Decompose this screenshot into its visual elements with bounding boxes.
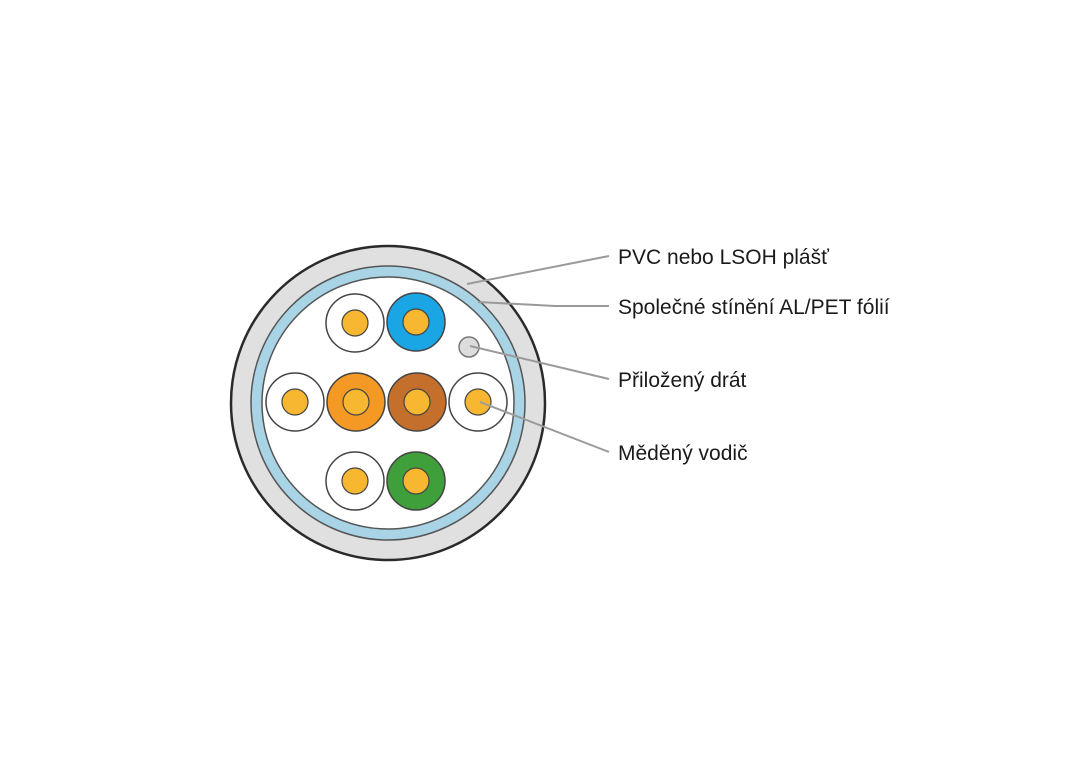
copper-core <box>342 388 370 416</box>
conductor-group <box>265 292 508 511</box>
copper-core <box>341 309 369 337</box>
copper-core <box>464 388 492 416</box>
copper-core <box>341 467 369 495</box>
conductor-orange <box>326 372 386 432</box>
label-copper-conductor: Měděný vodič <box>618 442 748 465</box>
leader-line-drain <box>469 345 610 380</box>
drain-wire <box>458 336 480 358</box>
leader-line-shield <box>477 301 609 307</box>
conductor-white-green <box>325 451 385 511</box>
label-jacket: PVC nebo LSOH plášť <box>618 246 830 269</box>
label-drain-wire: Přiložený drát <box>618 369 747 392</box>
conductor-blue <box>386 292 446 352</box>
conductor-green <box>386 451 446 511</box>
cable-jacket-outline <box>229 244 547 562</box>
copper-core <box>402 308 430 336</box>
conductor-white-brown <box>448 372 508 432</box>
conductor-brown <box>387 372 447 432</box>
label-shield: Společné stínění AL/PET fólií <box>618 296 890 319</box>
leader-line-jacket <box>466 255 610 285</box>
conductor-white-orange <box>265 372 325 432</box>
copper-core <box>402 467 430 495</box>
copper-core <box>281 388 309 416</box>
conductor-white-blue <box>325 293 385 353</box>
leader-line-conductor <box>479 401 610 453</box>
copper-core <box>403 388 431 416</box>
